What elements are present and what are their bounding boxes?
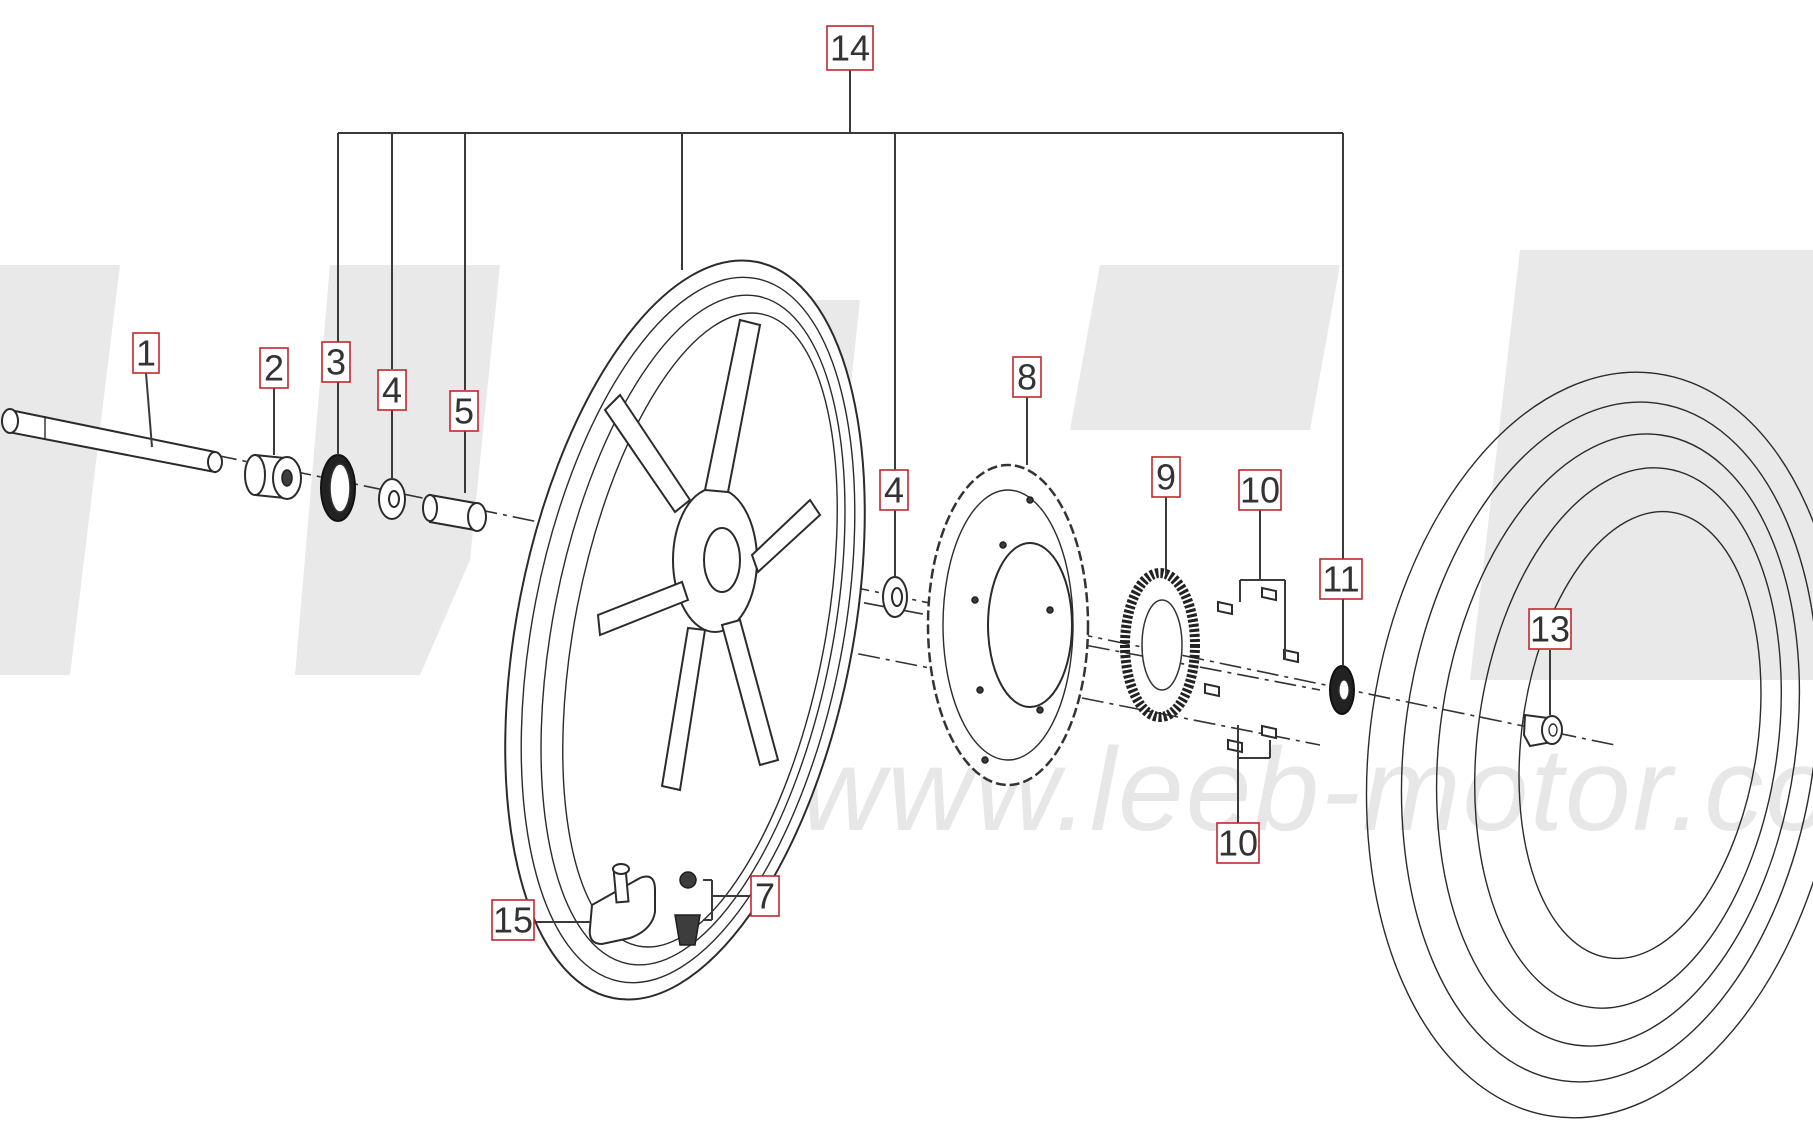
callout-8: 8 (1012, 356, 1042, 398)
callout-2: 2 (259, 347, 289, 389)
callout-10-upper: 10 (1238, 469, 1282, 511)
svg-text:8: 8 (1017, 357, 1037, 398)
part-brake-disc (926, 463, 1090, 787)
part-bearing (1329, 665, 1355, 715)
part-valve (674, 871, 701, 946)
leader-lines (145, 70, 1551, 923)
svg-text:2: 2 (264, 348, 284, 389)
callout-10-lower: 10 (1216, 822, 1260, 864)
callout-4-left: 4 (377, 369, 407, 411)
part-wheel-rim (504, 259, 866, 1001)
callout-13: 13 (1528, 608, 1572, 650)
callout-1: 1 (132, 332, 160, 374)
svg-text:13: 13 (1530, 609, 1570, 650)
svg-text:11: 11 (1322, 559, 1359, 600)
callout-7: 7 (750, 875, 780, 917)
callout-9: 9 (1151, 456, 1181, 498)
svg-text:4: 4 (884, 470, 904, 511)
svg-text:1: 1 (136, 333, 156, 374)
part-bolts (1204, 586, 1299, 754)
part-tpms-sensor (588, 863, 656, 946)
part-washer-right (882, 576, 908, 618)
svg-text:14: 14 (830, 28, 870, 69)
callout-15: 15 (491, 899, 535, 941)
svg-text:4: 4 (382, 370, 402, 411)
callout-5: 5 (449, 390, 479, 432)
svg-text:15: 15 (493, 900, 533, 941)
brand-watermark: www.leeb-motor.com (0, 250, 1813, 856)
callout-3: 3 (321, 341, 351, 383)
svg-text:9: 9 (1156, 457, 1176, 498)
part-bushing (244, 453, 302, 500)
svg-text:10: 10 (1218, 823, 1258, 864)
callout-14: 14 (826, 25, 874, 71)
svg-text:5: 5 (454, 391, 474, 432)
part-spacer (422, 493, 487, 532)
svg-text:3: 3 (326, 342, 346, 383)
part-tire (1365, 371, 1813, 1119)
svg-text:10: 10 (1240, 470, 1280, 511)
part-abs-ring (1120, 568, 1200, 722)
svg-text:7: 7 (755, 876, 775, 917)
part-washer-left (378, 478, 406, 520)
callout-11: 11 (1319, 558, 1363, 600)
callout-4-right: 4 (879, 469, 909, 511)
part-axle-nut (1522, 713, 1563, 748)
part-axle (1, 408, 223, 474)
watermark-url: www.leeb-motor.com (800, 724, 1813, 856)
part-seal (320, 454, 356, 522)
